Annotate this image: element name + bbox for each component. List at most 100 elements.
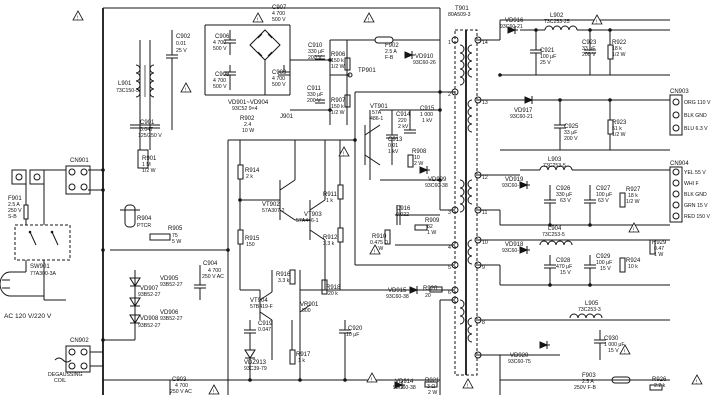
label-BLKGND: BLK GND [684, 113, 707, 119]
label-R908-v: 10 [414, 155, 420, 161]
label-R923-v2: 1/2 W [612, 132, 626, 138]
label-L901: L901 [118, 81, 132, 87]
label-C903-v: 4 700 [175, 383, 188, 389]
secondary-outputs [478, 19, 670, 395]
label-VD915-v: 93C60-38 [386, 294, 409, 300]
label-C923-v2: 200 V [582, 52, 596, 58]
warning-icon: ! [462, 378, 474, 390]
label-TP901: TP901 [358, 68, 376, 74]
bridge-rectifier [204, 24, 440, 125]
label-L903: L903 [548, 157, 562, 163]
pin-1: 1 [448, 40, 451, 46]
label-R905-v: 75 [172, 233, 178, 239]
label-R911: R911 [323, 192, 338, 198]
label-C909: C909 [272, 70, 287, 76]
label-C904-v: 4 700 [208, 268, 221, 274]
label-R905: R905 [168, 226, 183, 232]
label-R908: R908 [412, 149, 427, 155]
label-C930-v2: 15 V [608, 348, 619, 354]
label-C907-v: 4 700 [272, 11, 285, 17]
label-C902-v2: 25 V [176, 48, 187, 54]
pin-6: 6 [448, 290, 451, 296]
label-R920-v: 20 [425, 293, 431, 299]
label-R929-v: 0.47 [654, 246, 664, 252]
label-ORG: ORG 110 V [684, 100, 711, 106]
label-F903: F903 [582, 373, 596, 379]
label-R929-v2: 1 W [654, 252, 663, 258]
label-C907-v2: 500 V [272, 17, 286, 23]
label-C914: C914 [396, 112, 411, 118]
label-R926: R926 [652, 377, 667, 383]
label-L902: L902 [550, 13, 564, 19]
label-VD910: VD910 [415, 54, 434, 60]
label-C921-v: 100 μF [540, 54, 556, 60]
label-WHI: WHI F [684, 181, 699, 187]
label-C910: C910 [308, 43, 323, 49]
label-C908-v: 4 700 [213, 78, 226, 84]
label-L905-v: 73C253-3 [578, 307, 601, 313]
label-R923: R923 [612, 120, 627, 126]
label-C904: C904 [203, 261, 218, 267]
label-VD907: VD907 [140, 286, 159, 292]
label-R907: R907 [331, 98, 346, 104]
label-C904-v2: 250 V AC [202, 274, 224, 280]
label-C909-v2: 500 V [272, 82, 286, 88]
label-C923-v: 33 μF [582, 46, 595, 52]
label-VD917-v: 93C60-21 [510, 114, 533, 120]
label-VD918-v: 93C60-75 [502, 248, 525, 254]
label-R924: R924 [626, 258, 641, 264]
svg-text:!: ! [696, 380, 697, 386]
label-C906-v2: 500 V [213, 46, 227, 52]
label-R909-v: 82 [427, 224, 433, 230]
label-C926-v: 330 μF [556, 192, 572, 198]
label-C919: C919 [258, 321, 273, 327]
label-F901-v: 2.5 A [8, 202, 20, 208]
pin-9: 9 [482, 265, 485, 271]
svg-text:!: ! [77, 16, 78, 22]
label-C927-v2: 63 V [598, 198, 609, 204]
label-SW901: SW901 [30, 264, 50, 270]
warning-icon: ! [619, 344, 631, 356]
label-VD905: VD905 [160, 276, 179, 282]
label-VR901-v: 500 [302, 308, 311, 314]
warning-icon: ! [363, 12, 375, 24]
label-CN904: CN904 [670, 161, 689, 167]
label-R914-v: 2 k [246, 174, 253, 180]
label-C915-v2: 1 kV [422, 118, 433, 124]
label-GRN: GRN 15 V [684, 203, 708, 209]
svg-text:!: ! [596, 20, 597, 26]
label-C911-v2: 200 V [307, 98, 321, 104]
pin-4: 4 [448, 245, 451, 251]
label-VDZ913: VDZ913 [244, 360, 267, 366]
label-VD908-v: 93B52-27 [138, 323, 161, 329]
label-C910-v2: 200 V [308, 55, 322, 61]
label-VD919: VD919 [505, 177, 524, 183]
label-L904-v: 73C253-5 [542, 232, 565, 238]
pin-13: 13 [482, 100, 488, 106]
label-C919-v: 0.047 [258, 327, 271, 333]
label-C916-v: 0.022 [396, 212, 409, 218]
label-R918: R918 [326, 285, 341, 291]
warning-icon: ! [180, 82, 192, 94]
label-AC: AC 120 V/220 V [4, 313, 52, 320]
warning-icon: ! [591, 14, 603, 26]
label-VT901-v: 57A [372, 110, 382, 116]
label-R922-v: 18 k [612, 46, 622, 52]
label-VD901: VD901~VD904 [228, 100, 269, 106]
label-VDZ913-v: 93C39-79 [244, 366, 267, 372]
label-C906: C906 [215, 34, 230, 40]
label-R917-v: 1 k [298, 358, 305, 364]
label-C901-v: 0.047 [140, 127, 153, 133]
warning-icon: ! [338, 146, 350, 158]
svg-text:!: ! [257, 18, 258, 24]
label-VD916: VD916 [505, 18, 524, 24]
label-DEG: DEGAUSSING [48, 372, 83, 378]
label-L901-v: 73C150-3 [116, 88, 139, 94]
label-R926-v: 2.2 k [654, 383, 666, 389]
label-R910: R910 [372, 234, 387, 240]
label-VD909: VD909 [428, 177, 447, 183]
pin-5: 5 [448, 265, 451, 271]
label-R921-v2: 2 W [428, 390, 437, 396]
label-C925-v2: 200 V [564, 136, 578, 142]
control-circuit [237, 140, 443, 389]
